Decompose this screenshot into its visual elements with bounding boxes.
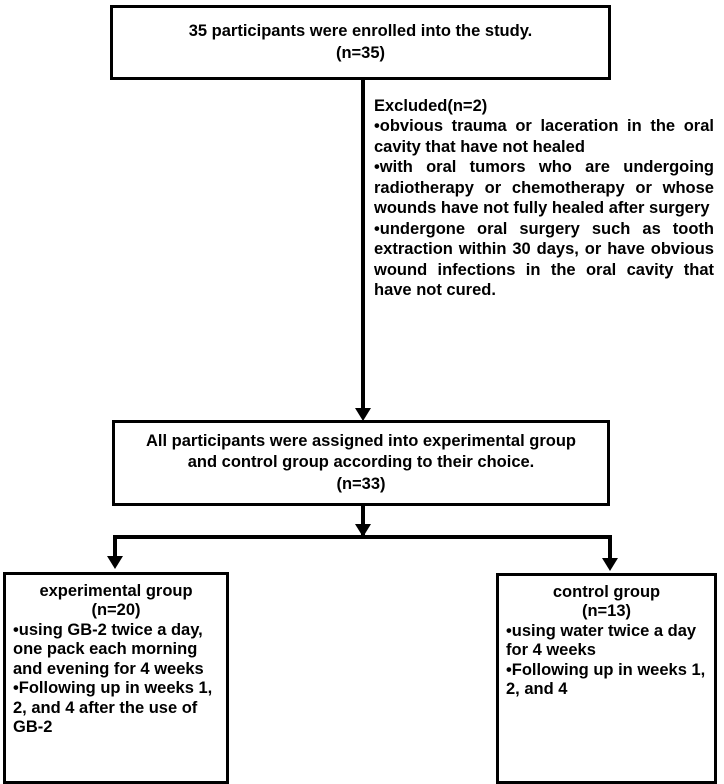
experimental-group-box: experimental group (n=20) •using GB-2 tw… <box>3 572 229 784</box>
connector-allocation-stem <box>361 506 365 535</box>
arrow-head-icon-split <box>355 524 371 537</box>
connector-split-bar <box>113 535 612 539</box>
control-item-1: •using water twice a day for 4 weeks <box>506 621 697 660</box>
control-group-title: control group <box>552 583 661 601</box>
control-group-count: (n=13) <box>581 602 632 621</box>
allocation-box: All participants were assigned into expe… <box>112 420 610 506</box>
experimental-item-1: •using GB-2 twice a day, one pack each m… <box>13 620 204 678</box>
enrollment-count: (n=35) <box>335 43 386 62</box>
control-item-2: •Following up in weeks 1, 2, and 4 <box>506 660 706 699</box>
allocation-line-1: All participants were assigned into expe… <box>145 432 576 451</box>
connector-to-control-group <box>608 535 612 565</box>
connector-to-experimental-group <box>113 535 117 563</box>
exclusion-reason-1: •obvious trauma or laceration in the ora… <box>374 117 714 156</box>
allocation-count: (n=33) <box>336 474 386 493</box>
arrow-head-icon-allocation <box>355 408 371 421</box>
experimental-item-2: •Following up in weeks 1, 2, and 4 after… <box>13 679 213 737</box>
experimental-group-count: (n=20) <box>91 601 141 620</box>
exclusion-reason-2: •with oral tumors who are undergoing rad… <box>374 158 714 218</box>
exclusion-reason-3: •undergone oral surgery such as tooth ex… <box>374 219 714 300</box>
arrow-head-icon-control <box>602 558 618 571</box>
enrollment-line-1: 35 participants were enrolled into the s… <box>188 22 533 41</box>
enrollment-box: 35 participants were enrolled into the s… <box>110 5 611 80</box>
control-group-box: control group (n=13) •using water twice … <box>496 573 717 784</box>
connector-enrollment-to-allocation <box>361 80 365 410</box>
allocation-line-2: and control group according to their cho… <box>187 453 535 472</box>
arrow-head-icon-experimental <box>107 556 123 569</box>
experimental-group-title: experimental group <box>39 582 193 600</box>
exclusion-heading: Excluded(n=2) <box>374 97 488 115</box>
exclusion-note: Excluded(n=2) •obvious trauma or lacerat… <box>374 96 714 301</box>
